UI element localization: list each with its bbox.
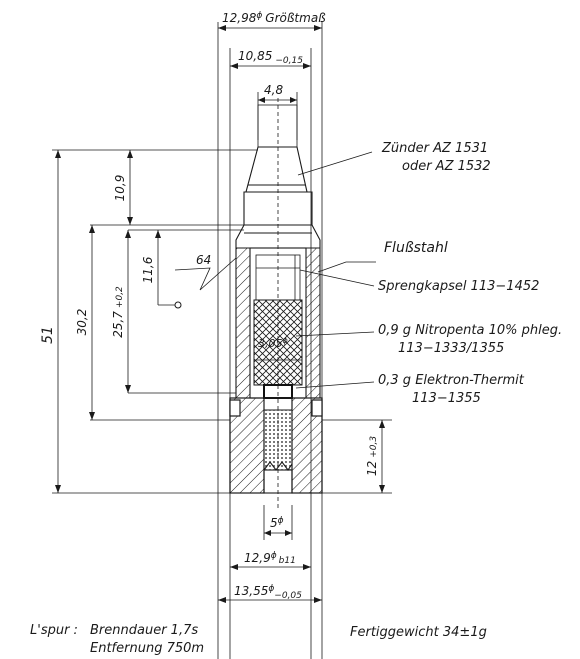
footer-tracer-burn: Brenndauer 1,7s <box>90 623 198 638</box>
label-capsule: Sprengkapsel 113−1452 <box>378 279 539 294</box>
dim-angle: 64 <box>196 253 211 267</box>
label-fuze-1: Zünder AZ 1531 <box>381 141 488 156</box>
footer-notes: L'spur : Brenndauer 1,7s Entfernung 750m… <box>30 623 487 656</box>
label-fuze-2: oder AZ 1532 <box>402 159 491 174</box>
footer-tracer-prefix: L'spur : <box>30 623 78 638</box>
label-charge-1: 0,9 g Nitropenta 10% phleg. <box>378 323 562 338</box>
dim-inner-length: 25,7+0,2 <box>111 286 125 338</box>
label-thermite-2: 113−1355 <box>412 391 481 406</box>
label-steel: Flußstahl <box>384 240 448 256</box>
dim-fuze-width: 4,8 <box>264 83 283 97</box>
label-charge-2: 113−1333/1355 <box>398 341 504 356</box>
footer-tracer-range: Entfernung 750m <box>90 641 204 656</box>
dim-tracer-length: 12+0,3 <box>365 436 379 476</box>
dim-inner-diameter: 3,05ϕ <box>258 336 289 350</box>
annotation-labels: Zünder AZ 1531 oder AZ 1532 Flußstahl Sp… <box>378 141 562 406</box>
dim-total-length: 51 <box>40 326 56 344</box>
dim-tracer-diameter: 5ϕ <box>270 516 284 530</box>
dim-base-diameter: 13,55ϕ−0,05 <box>234 584 302 601</box>
footer-weight: Fertiggewicht 34±1g <box>350 625 487 640</box>
dim-body-length: 30,2 <box>75 309 89 336</box>
label-thermite-1: 0,3 g Elektron-Thermit <box>378 373 525 388</box>
vertical-dimensions <box>52 149 392 494</box>
leader-lines <box>295 151 376 389</box>
horizontal-dimensions <box>218 25 322 603</box>
dim-fuze-length: 10,9 <box>113 175 127 202</box>
dim-upper-diameter: 10,85−0,15 <box>238 49 303 66</box>
dim-upper-length: 11,6 <box>141 256 155 283</box>
projectile-body <box>229 98 323 510</box>
